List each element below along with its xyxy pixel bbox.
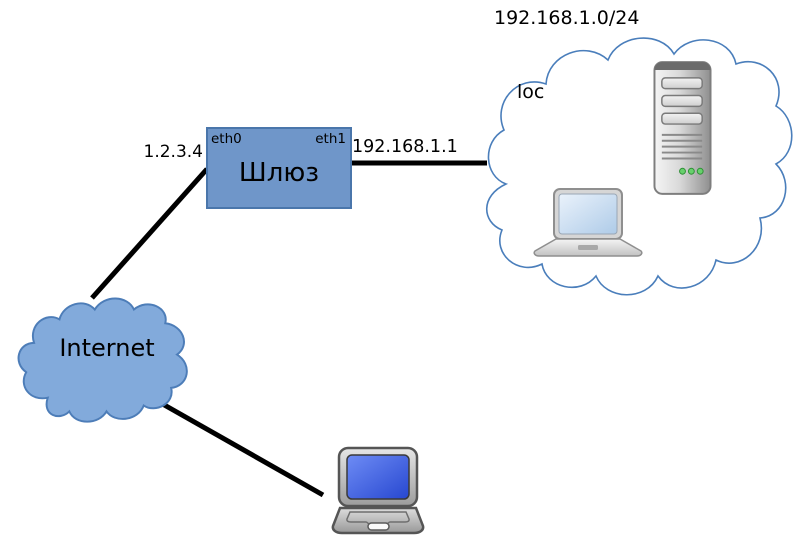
link-internet-client — [150, 395, 325, 498]
gateway-name-label: Шлюз — [238, 157, 320, 188]
internet-label: Internet — [59, 334, 155, 362]
lan-cloud-icon — [486, 37, 793, 296]
internet-cloud: Internet — [16, 288, 198, 430]
laptop-icon — [533, 188, 643, 257]
gateway-interfaces: eth0 eth1 — [208, 129, 350, 147]
server-icon — [653, 61, 712, 195]
link-gateway-internet — [90, 167, 209, 300]
internet-cloud-icon — [17, 297, 188, 423]
gateway-wan-ip-label: 1.2.3.4 — [143, 142, 203, 162]
client-laptop-icon — [331, 446, 425, 535]
gateway-wan-interface-label: eth0 — [211, 131, 242, 147]
gateway-node: eth0 eth1 Шлюз — [206, 127, 352, 209]
gateway-lan-ip-label: 192.168.1.1 — [352, 137, 458, 157]
gateway-lan-interface-label: eth1 — [315, 131, 346, 147]
lan-name-label: loc — [517, 81, 545, 103]
lan-subnet-label: 192.168.1.0/24 — [494, 7, 640, 29]
server-led-lights — [679, 167, 704, 175]
